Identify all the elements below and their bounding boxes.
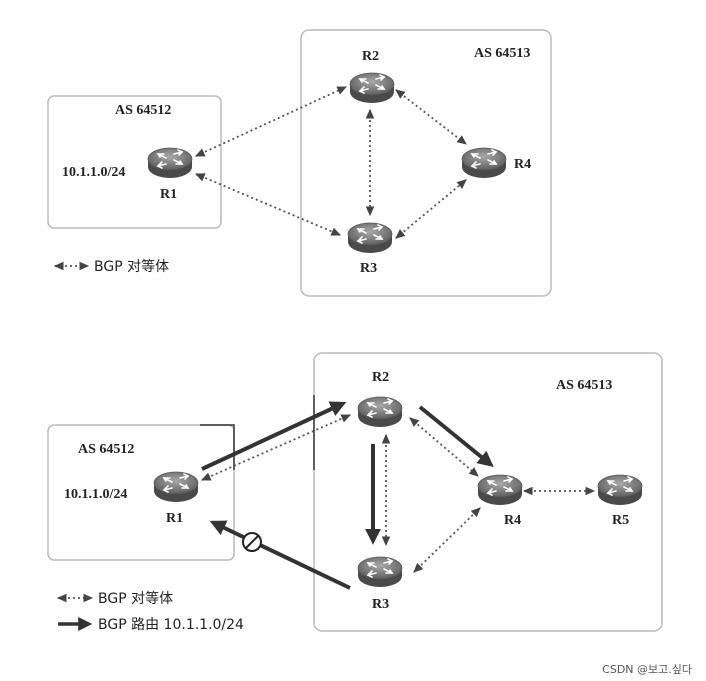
router-icon [357, 556, 403, 588]
router-label-r4-bottom: R4 [504, 513, 521, 528]
top-diagram: AS 64512 AS 64513 10.1.1.0/24 R1 R2 R3 R… [47, 29, 552, 297]
router-label-r1-bottom: R1 [166, 511, 183, 526]
prefix-label-top: 10.1.1.0/24 [62, 165, 125, 180]
router-label-r2-bottom: R2 [372, 370, 389, 385]
router-label-r1-top: R1 [160, 187, 177, 202]
router-icon [349, 72, 395, 104]
router-label-r4-top: R4 [514, 157, 531, 172]
legend-peer-label-top: BGP 对等体 [94, 258, 169, 275]
router-label-r2-top: R2 [362, 49, 379, 64]
as-label-64512-bottom: AS 64512 [78, 442, 134, 457]
legend-peer-label-bottom: BGP 对等体 [98, 590, 173, 607]
router-label-r3-top: R3 [360, 261, 377, 276]
watermark-text: CSDN @보고.싶다 [602, 663, 692, 676]
router-icon [347, 222, 393, 254]
as-box-64513-top [300, 29, 552, 297]
router-icon [477, 474, 523, 506]
as-box-64512-top [47, 95, 222, 229]
bottom-diagram: AS 64512 AS 64513 10.1.1.0/24 R1 R2 [47, 352, 663, 633]
router-icon [147, 147, 193, 179]
as-label-64513-bottom: AS 64513 [556, 378, 612, 393]
blocked-route-icon [242, 532, 262, 552]
peer-link-r2-r4-top [395, 89, 467, 145]
router-icon [461, 147, 507, 179]
as-label-64513-top: AS 64513 [474, 46, 530, 61]
router-label-r5-bottom: R5 [612, 513, 629, 528]
route-arrow-r1-to-r2 [201, 401, 347, 471]
route-arrow-r2-to-r4 [418, 405, 494, 468]
prefix-label-bottom: 10.1.1.0/24 [64, 487, 127, 502]
peer-link-r3-r4-bottom [413, 507, 481, 573]
router-icon [597, 474, 643, 506]
router-label-r3-bottom: R3 [372, 597, 389, 612]
as-box-64512-bottom [47, 424, 235, 561]
legend-route-label-bottom: BGP 路由 10.1.1.0/24 [98, 617, 244, 633]
as-box-64513-bottom [313, 352, 663, 632]
router-icon [153, 471, 199, 503]
route-arrow-r3-to-r1 [209, 520, 351, 590]
peer-link-r1-r3-top [195, 173, 341, 236]
peer-link-r3-r4-top [395, 179, 467, 239]
as-label-64512-top: AS 64512 [115, 103, 171, 118]
peer-link-r1-r2-bottom [201, 414, 351, 481]
router-icon [357, 396, 403, 428]
